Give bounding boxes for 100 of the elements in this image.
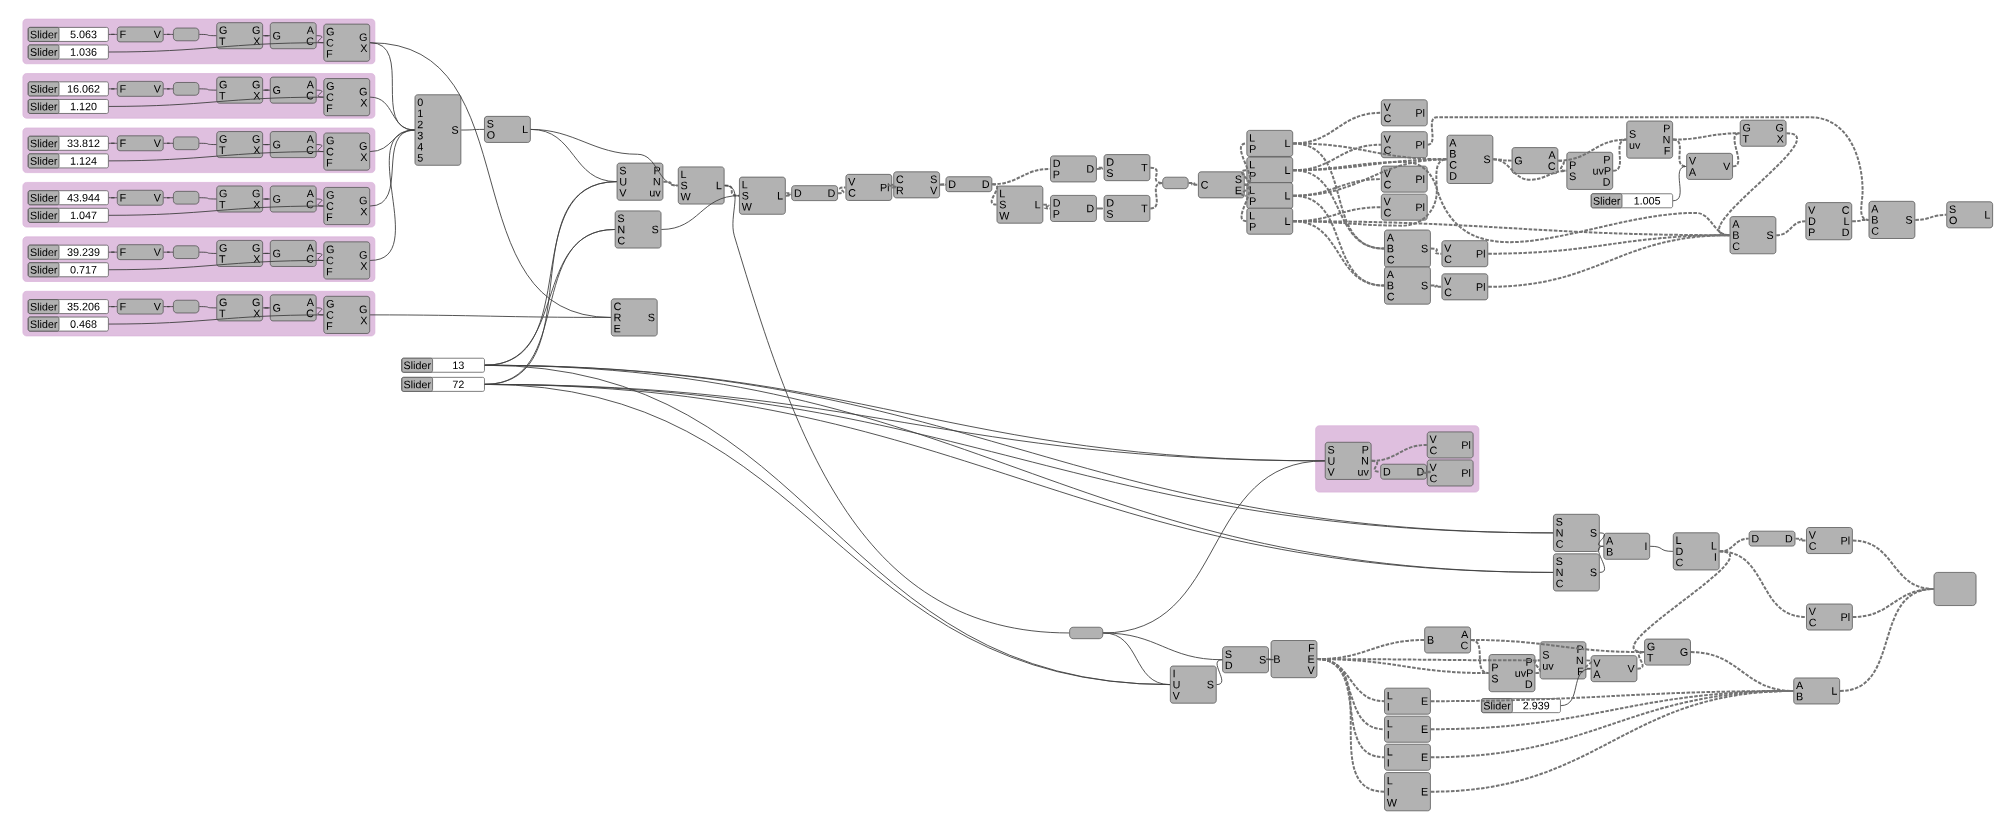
wire xyxy=(1794,537,1808,542)
wire xyxy=(198,197,217,200)
component-box: G T G X xyxy=(216,294,263,322)
wire xyxy=(163,306,174,308)
number-slider: Slider 1.005 xyxy=(1590,193,1673,209)
wire xyxy=(108,251,118,253)
component-box: L I W E xyxy=(1384,772,1431,812)
number-slider: Slider 39.239 xyxy=(27,244,109,260)
component-box: L I E xyxy=(1384,715,1431,743)
wire xyxy=(369,129,416,261)
wire xyxy=(316,89,324,98)
number-slider: Slider 1.036 xyxy=(27,44,109,60)
wire xyxy=(262,144,271,145)
component-box: G T G xyxy=(1644,638,1691,666)
component-box: V A V xyxy=(1590,655,1638,683)
component-box: G A C xyxy=(269,131,317,158)
parameter-capsule xyxy=(173,191,200,205)
component-box: G T G X xyxy=(216,240,263,267)
wire xyxy=(1914,213,1948,221)
component-box: S U V P N uv xyxy=(1324,441,1372,480)
wire xyxy=(316,35,324,44)
component-box: G A C xyxy=(269,185,317,213)
component-box: B F E V xyxy=(1270,640,1318,679)
number-slider: Slider 1.120 xyxy=(27,99,109,114)
component-box: V C Pl xyxy=(1426,459,1474,487)
component-box: A B I xyxy=(1603,532,1651,560)
wire xyxy=(1560,668,1592,707)
wire xyxy=(460,128,485,131)
wire xyxy=(108,96,324,107)
component-box: G C F G X xyxy=(323,132,371,171)
wire xyxy=(1429,247,1443,255)
wire xyxy=(369,129,416,207)
component-box: A B L xyxy=(1793,677,1840,705)
wire xyxy=(369,42,612,318)
wire xyxy=(1469,639,1646,654)
wire xyxy=(1718,132,1798,237)
parameter-capsule xyxy=(173,299,200,314)
component-box: V C Pl xyxy=(1380,131,1428,159)
wire xyxy=(723,184,741,197)
wire xyxy=(530,128,679,186)
wire xyxy=(990,183,999,206)
parameter-capsule xyxy=(1933,572,1977,606)
wire xyxy=(1240,183,1251,197)
component-box: V A V xyxy=(1686,153,1733,180)
component-box: I U V S xyxy=(1170,665,1217,704)
component-box: D S T xyxy=(1103,195,1151,222)
component-box: D D xyxy=(945,176,993,193)
wire xyxy=(1102,632,1171,686)
wire xyxy=(1612,138,1628,172)
component-box: G A C xyxy=(269,294,317,322)
component-box: 0 1 2 3 4 5 S xyxy=(414,94,462,166)
wire xyxy=(108,260,324,271)
wire xyxy=(724,185,1070,634)
component-box: F V xyxy=(116,298,164,315)
component-box: V C Pl xyxy=(1441,240,1489,268)
wire xyxy=(1095,166,1105,170)
component-box: F V xyxy=(116,26,164,43)
component-box: G C F G X xyxy=(323,295,371,334)
number-slider: Slider 43.944 xyxy=(27,190,109,206)
component-box: L S W L xyxy=(739,176,786,215)
component-box: V C Pl xyxy=(1806,603,1853,631)
wire xyxy=(108,88,118,90)
wire xyxy=(1316,658,1386,793)
parameter-capsule xyxy=(1069,626,1104,640)
wire xyxy=(1240,183,1251,223)
wire xyxy=(198,251,217,254)
component-box: V C Pl xyxy=(1380,165,1428,193)
wire xyxy=(1042,203,1052,210)
parameter-capsule xyxy=(173,245,200,259)
component-box: L P L xyxy=(1246,182,1294,210)
wire xyxy=(1598,532,1606,547)
component-box: G T G X xyxy=(216,131,263,158)
wire xyxy=(1187,181,1199,186)
wire xyxy=(1429,284,1443,288)
wire xyxy=(108,197,118,199)
wire xyxy=(1839,588,1935,692)
wire xyxy=(660,195,740,230)
component-box: S D S xyxy=(1222,646,1269,674)
component-box: V C Pl xyxy=(1806,527,1853,554)
wire xyxy=(108,151,324,162)
component-box: C S E xyxy=(1198,171,1245,199)
number-slider: Slider 5.063 xyxy=(27,27,109,42)
component-box: G A C xyxy=(1511,147,1559,174)
wire xyxy=(163,142,174,144)
number-slider: Slider 16.062 xyxy=(27,81,109,97)
wire xyxy=(1095,207,1105,210)
component-box: F V xyxy=(116,135,164,152)
component-box: G T G X xyxy=(216,76,263,104)
component-box: D S T xyxy=(1103,154,1151,182)
wire xyxy=(1584,659,1593,670)
number-slider: Slider 33.812 xyxy=(27,135,109,151)
component-box: G C F G X xyxy=(323,241,371,280)
wire xyxy=(198,306,217,309)
number-slider: Slider 1.124 xyxy=(27,153,109,169)
number-slider: Slider 0.468 xyxy=(27,316,109,332)
component-box: V C Pl xyxy=(1380,99,1428,127)
wire xyxy=(198,33,217,37)
component-box: A B C S xyxy=(1868,200,1916,239)
component-box: D P D xyxy=(1050,155,1097,183)
number-slider: Slider 13 xyxy=(401,357,485,373)
